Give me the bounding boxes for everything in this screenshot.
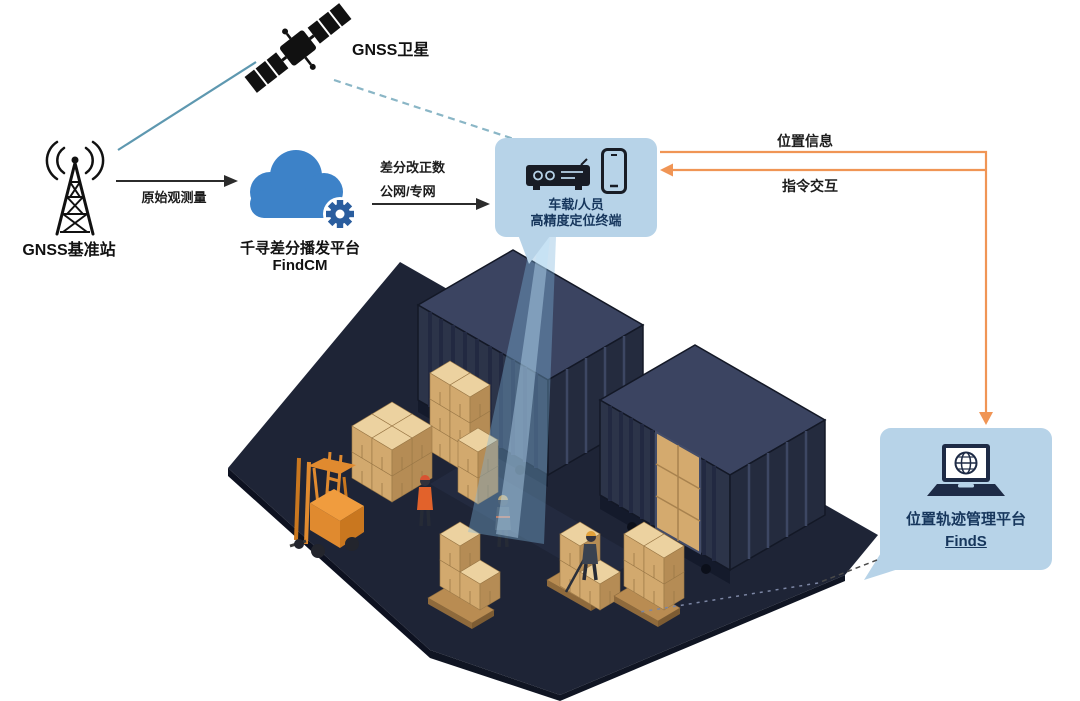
smartphone-icon [601,148,627,194]
gear-icon [323,197,357,231]
base-station-label: GNSS基准站 [22,242,116,259]
terminal-card: 车载/人员 高精度定位终端 [495,138,657,237]
base-station-icon [45,140,105,236]
warehouse-scene [228,237,878,701]
cloud-platform-product: FindCM [272,257,328,274]
management-platform-product: FindS [945,533,987,550]
receiver-box-icon [526,158,590,190]
correction-label-line1: 差分改正数 [380,160,446,175]
management-platform-card: 位置轨迹管理平台 FindS [880,428,1052,570]
link-position-info [660,150,993,425]
raw-observation-label: 原始观测量 [141,190,207,205]
management-platform-name: 位置轨迹管理平台 [905,511,1026,528]
terminal-icons [525,148,627,194]
arrow-correction [372,198,490,210]
link-satellite-terminal [333,78,521,143]
arrow-raw-observation [116,175,238,187]
laptop-globe-icon [927,444,1005,496]
container-2 [598,344,827,584]
link-plat-warehouse [639,559,878,613]
command-interaction-label: 指令交互 [782,178,838,194]
warehouse-floor [228,262,878,695]
gnss-satellite-icon [244,3,352,93]
worker-1 [417,475,433,527]
cloud-platform-icon [250,150,357,231]
satellite-label: GNSS卫星 [352,42,430,59]
worker-2 [495,495,511,548]
pallet-jack-cluster [546,521,621,612]
worker-3 [582,531,598,581]
position-info-label: 位置信息 [777,133,833,149]
link-satellite-basestation [117,61,257,151]
link-command [660,163,986,177]
cloud-platform-name: 千寻差分播发平台 [239,240,360,257]
terminal-label-line1: 车载/人员 [548,197,604,212]
terminal-card-tail [517,232,553,264]
positioning-beam [468,237,556,544]
terminal-label-line2: 高精度定位终端 [530,213,622,228]
correction-label-line2: 公网/专网 [380,184,436,199]
forklift-icon [289,457,364,558]
container-open-door [655,430,701,555]
